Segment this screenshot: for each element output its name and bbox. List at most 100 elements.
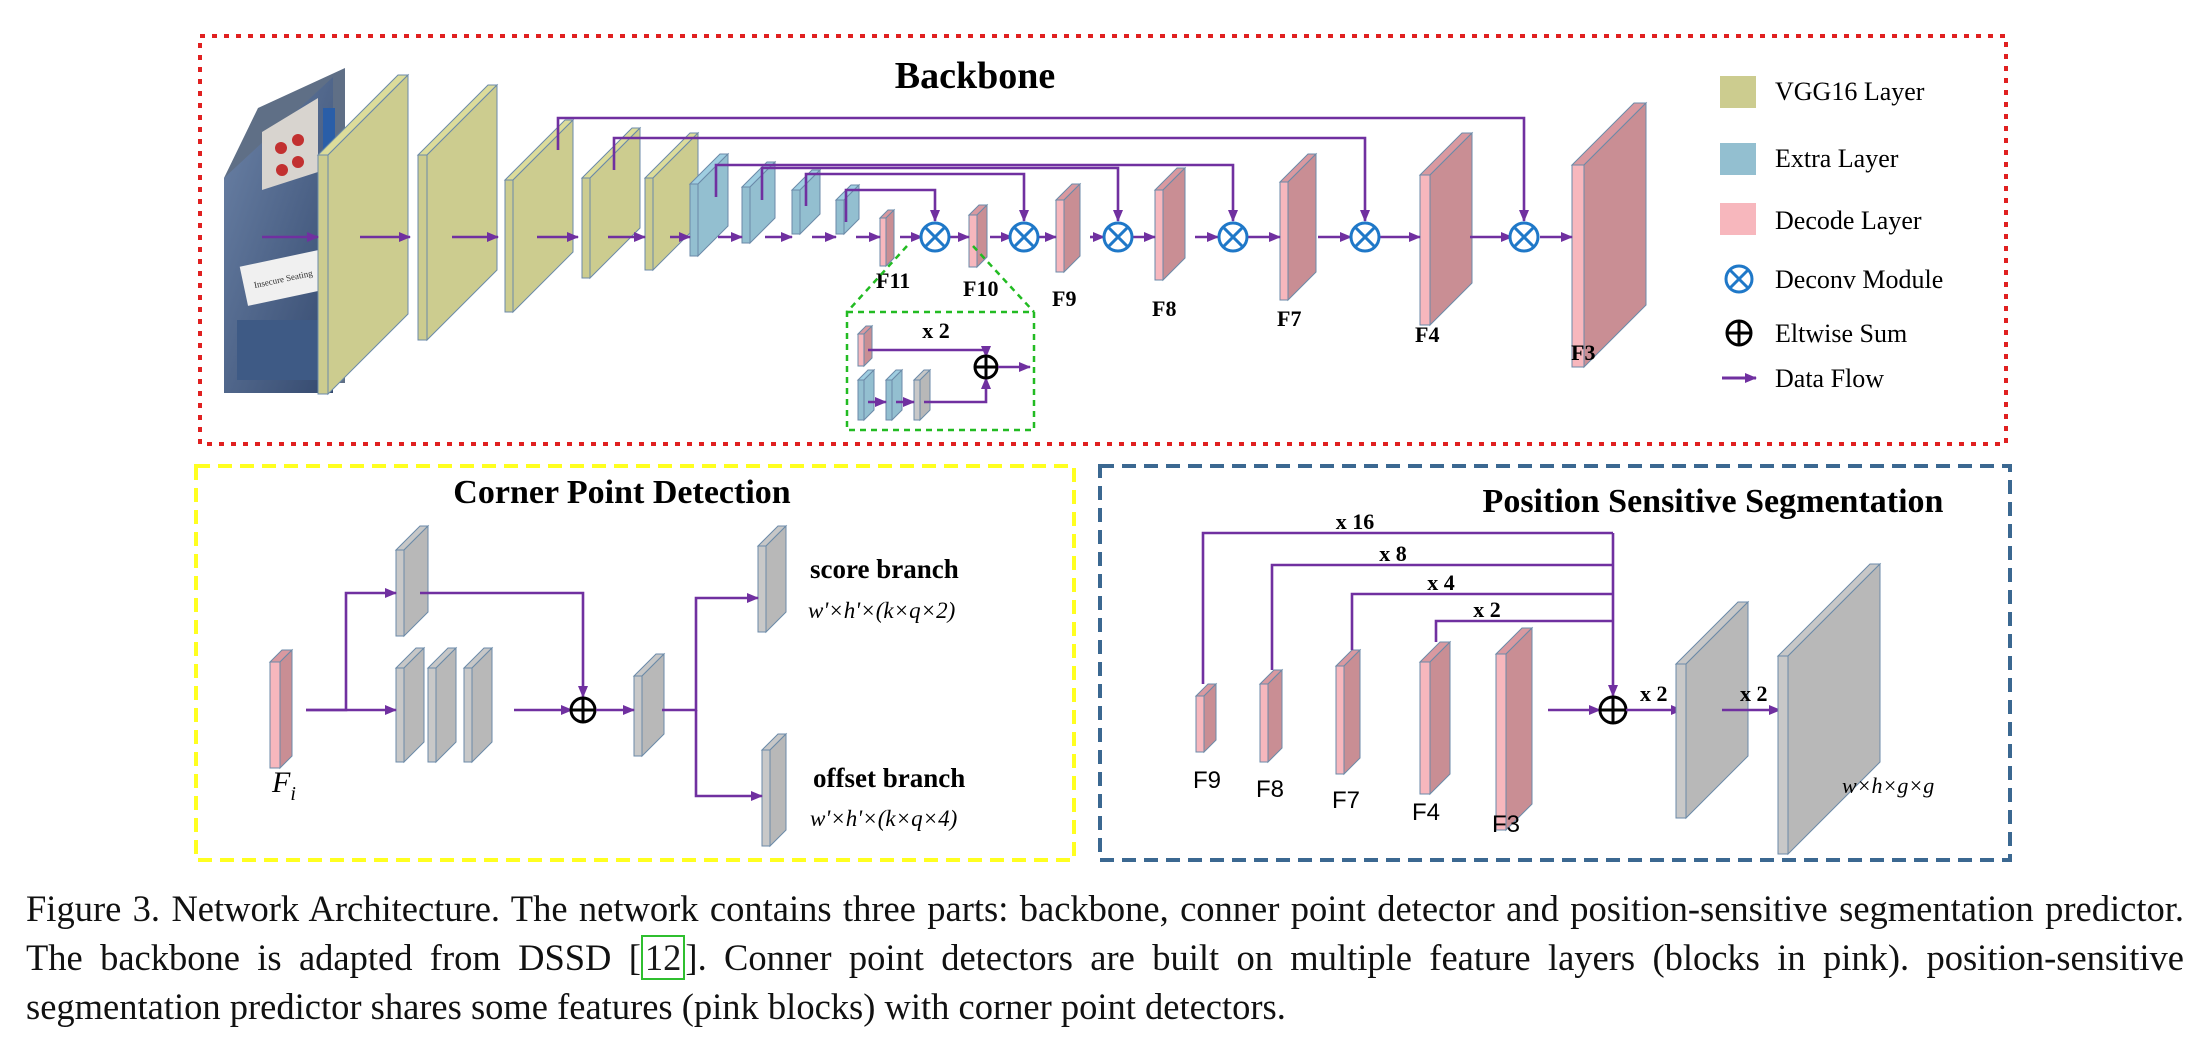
gray-layer-block	[912, 368, 932, 422]
deconv-module-icon	[1008, 221, 1040, 253]
legend-label: Decode Layer	[1775, 206, 1922, 235]
decode-layer-block	[1258, 668, 1284, 764]
eltwise-sum-icon	[1725, 319, 1753, 347]
segmentation-panel	[1098, 464, 2012, 862]
legend-swatch-decode	[1720, 203, 1756, 235]
scale-label: x 8	[1379, 541, 1407, 566]
decode-layer-block	[1278, 152, 1318, 302]
scale-label: x 4	[1427, 570, 1455, 595]
caption-text-2: ]. Conner point detectors are built on m…	[26, 937, 2184, 1027]
seg-feature-label: F9	[1193, 767, 1221, 794]
figure-caption: Figure 3. Network Architecture. The netw…	[26, 884, 2184, 1031]
skip-connection-arrow	[714, 163, 1238, 222]
gray-layer-block	[632, 652, 666, 758]
skip-connection-arrow	[612, 136, 1370, 222]
data-flow-arrow	[924, 377, 991, 404]
vgg16-layer-block	[580, 126, 642, 280]
legend-swatch-extra	[1720, 143, 1756, 175]
gray-layer-block	[462, 646, 494, 764]
deconv-module-icon	[1508, 221, 1540, 253]
feature-label: F3	[1571, 340, 1595, 365]
data-flow-arrow	[662, 593, 759, 712]
extra-layer-block	[740, 160, 777, 245]
decode-layer-block	[1153, 166, 1187, 282]
extra-layer-block	[884, 368, 904, 422]
legend-label: Deconv Module	[1775, 265, 1943, 294]
extra-layer-block	[688, 152, 730, 258]
backbone-title: Backbone	[895, 55, 1055, 97]
skip-connection-arrow	[844, 188, 940, 222]
segmentation-title: Position Sensitive Segmentation	[1483, 483, 1944, 520]
offset-branch-block	[760, 732, 788, 848]
seg-feature-label: F3	[1492, 811, 1520, 838]
gray-layer-block	[426, 646, 458, 764]
caption-reference-link[interactable]: 12	[640, 935, 686, 980]
data-flow-arrow	[420, 591, 588, 698]
upsample-label: x 2	[1640, 681, 1668, 706]
deconv-inset: x 2	[845, 245, 1036, 432]
data-flow-arrow	[306, 588, 397, 712]
score-branch-formula: w'×h'×(k×q×2)	[808, 598, 955, 623]
seg-feature-label: F4	[1412, 799, 1440, 826]
decode-layer-block	[1494, 626, 1534, 832]
scale-connection	[1350, 592, 1613, 650]
offset-branch-label: offset branch	[813, 763, 965, 793]
deconv-module-icon	[1724, 264, 1754, 294]
vgg16-layer-block	[503, 118, 575, 314]
feature-label: F10	[963, 276, 998, 301]
decode-layer-block	[1334, 648, 1362, 776]
seg-feature-label: F7	[1332, 787, 1360, 814]
data-flow-arrow	[694, 710, 763, 801]
feature-label: F8	[1152, 296, 1176, 321]
inset-scale-label: x 2	[922, 318, 950, 343]
corner-title: Corner Point Detection	[453, 474, 790, 511]
input-feature-block	[268, 648, 294, 770]
deconv-module-icon	[919, 221, 951, 253]
score-branch-label: score branch	[810, 554, 959, 584]
legend-label: Eltwise Sum	[1775, 319, 1907, 348]
output-formula: w×h×g×g	[1842, 773, 1934, 798]
deconv-module-icon	[1217, 221, 1249, 253]
input-feature-sub: i	[290, 783, 296, 805]
extra-layer-block	[834, 183, 861, 236]
legend: VGG16 Layer Extra Layer Decode Layer Dec…	[1720, 76, 1943, 393]
decode-layer-block	[856, 324, 874, 368]
feature-label: F11	[876, 268, 910, 293]
score-branch-block	[756, 524, 788, 634]
input-feature-label: Fi	[271, 766, 296, 805]
legend-swatch-vgg	[1720, 76, 1756, 108]
data-flow-arrow	[868, 346, 991, 358]
deconv-module-icon	[1102, 221, 1134, 253]
inset-border	[845, 310, 1036, 432]
eltwise-sum-icon	[569, 696, 597, 724]
decode-layer-block	[1418, 131, 1474, 327]
backbone-panel	[198, 34, 2008, 446]
decode-layer-block	[1194, 682, 1218, 754]
eltwise-sum-icon	[1598, 695, 1628, 725]
scale-label: x 2	[1473, 597, 1501, 622]
feature-label: F9	[1052, 286, 1076, 311]
skip-connection-arrow	[556, 116, 1529, 222]
decode-layer-block	[1054, 182, 1082, 274]
input-feature-name: F	[271, 766, 291, 799]
output-block	[1776, 562, 1882, 856]
offset-branch-formula: w'×h'×(k×q×4)	[810, 806, 957, 831]
upsample-label: x 2	[1740, 681, 1768, 706]
seg-feature-label: F8	[1256, 776, 1284, 803]
legend-label: Extra Layer	[1775, 144, 1899, 173]
scale-connection	[1434, 619, 1613, 642]
corner-panel	[194, 464, 1076, 862]
decode-layer-block	[878, 208, 896, 268]
feature-label: F4	[1415, 322, 1439, 347]
skip-connection-arrow	[804, 172, 1029, 222]
scale-connection	[1270, 563, 1613, 670]
gray-layer-block	[1674, 600, 1750, 820]
decode-layer-block	[1570, 101, 1648, 369]
scale-label: x 16	[1336, 509, 1375, 534]
feature-label: F7	[1277, 306, 1301, 331]
vgg16-layer-block	[316, 73, 410, 396]
scale-connection	[1201, 531, 1613, 684]
vgg16-layer-block	[416, 83, 499, 342]
caption-text-1: Figure 3. Network Architecture. The netw…	[26, 888, 2184, 978]
